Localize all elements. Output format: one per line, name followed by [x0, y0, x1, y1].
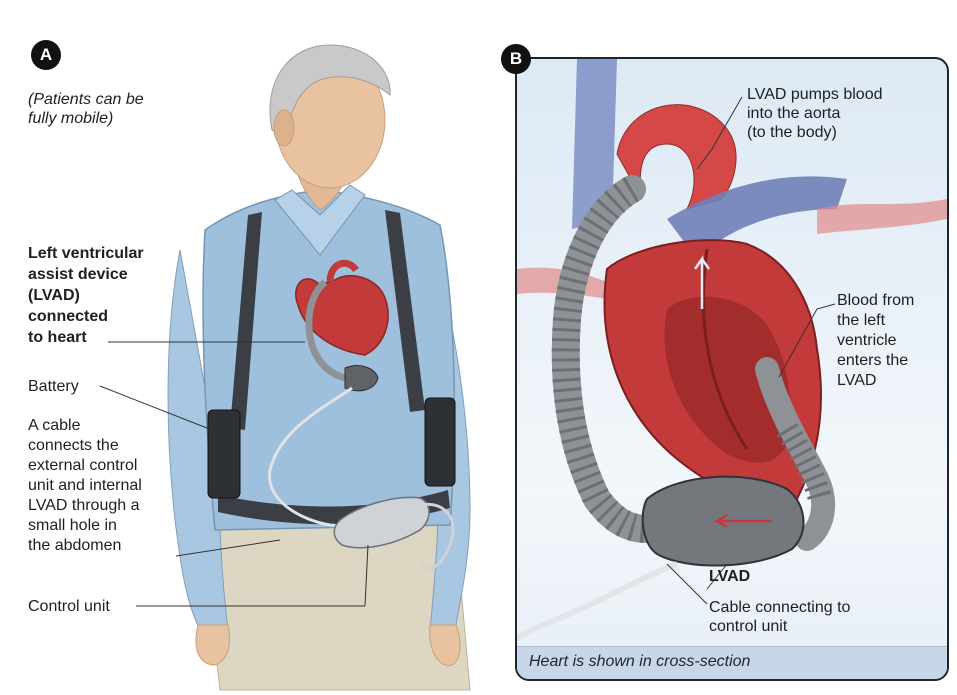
- left-shoulder-strap: [230, 212, 262, 430]
- aorta-on-chest: [326, 259, 359, 283]
- label-lvad-connected: Left ventricular assist device (LVAD) co…: [28, 245, 144, 346]
- leader-control-unit-vertical: [364, 544, 369, 607]
- lvad-tube-chest: [305, 279, 356, 382]
- label-cable-connecting: Cable connecting to control unit: [709, 599, 851, 635]
- control-unit-cable-loop: [418, 502, 455, 570]
- label-lvad: LVAD: [709, 568, 751, 585]
- leader-blood-from: [778, 303, 836, 378]
- label-lvad-pumps-blood: LVAD pumps blood into the aorta (to the …: [747, 86, 883, 141]
- right-shoulder-strap: [385, 210, 425, 412]
- septum: [701, 248, 749, 450]
- leader-lvad-b: [706, 563, 728, 590]
- control-unit: [333, 496, 430, 549]
- heart-on-chest: [295, 275, 389, 356]
- panel-b-badge: B: [501, 44, 531, 74]
- hair: [269, 44, 391, 141]
- shirt: [202, 189, 456, 531]
- cross-section-caption: Heart is shown in cross-section: [529, 653, 751, 670]
- pump-flow-arrow: [712, 513, 772, 529]
- outflow-graft: [551, 175, 661, 543]
- label-blood-from-ventricle: Blood from the left ventricle enters the…: [837, 292, 915, 389]
- superior-vena-cava: [572, 59, 617, 229]
- ear: [273, 109, 295, 147]
- pump-cable: [517, 561, 679, 642]
- pulmonary-artery: [667, 176, 847, 259]
- right-battery: [424, 397, 456, 487]
- left-ventricle-chamber: [664, 296, 790, 463]
- heart-cross-section: [517, 59, 947, 642]
- lvad-pump-chest: [344, 365, 379, 392]
- pulmonary-vessels-right: [817, 199, 947, 234]
- left-battery: [207, 409, 241, 499]
- mobility-note: (Patients can be fully mobile): [28, 91, 144, 127]
- leader-pumps: [696, 96, 743, 170]
- caption-bar: Heart is shown in cross-section: [517, 646, 947, 679]
- leader-cable: [175, 539, 281, 557]
- flow-arrow-up: [693, 255, 711, 309]
- inflow-cannula: [755, 357, 836, 551]
- leader-battery: [99, 385, 213, 431]
- collar: [274, 184, 366, 256]
- patient-illustration: [99, 44, 471, 691]
- label-control-unit: Control unit: [28, 598, 110, 615]
- panel-a-badge: A: [31, 40, 61, 70]
- label-cable-description: A cable connects the external control un…: [28, 417, 142, 554]
- label-battery: Battery: [28, 378, 79, 395]
- right-hand: [429, 624, 461, 666]
- left-arm: [167, 249, 229, 631]
- left-hand: [195, 624, 230, 666]
- cross-section-panel: LVAD pumps blood into the aorta (to the …: [515, 57, 949, 681]
- leader-cable-b: [666, 563, 708, 605]
- trousers: [199, 519, 471, 691]
